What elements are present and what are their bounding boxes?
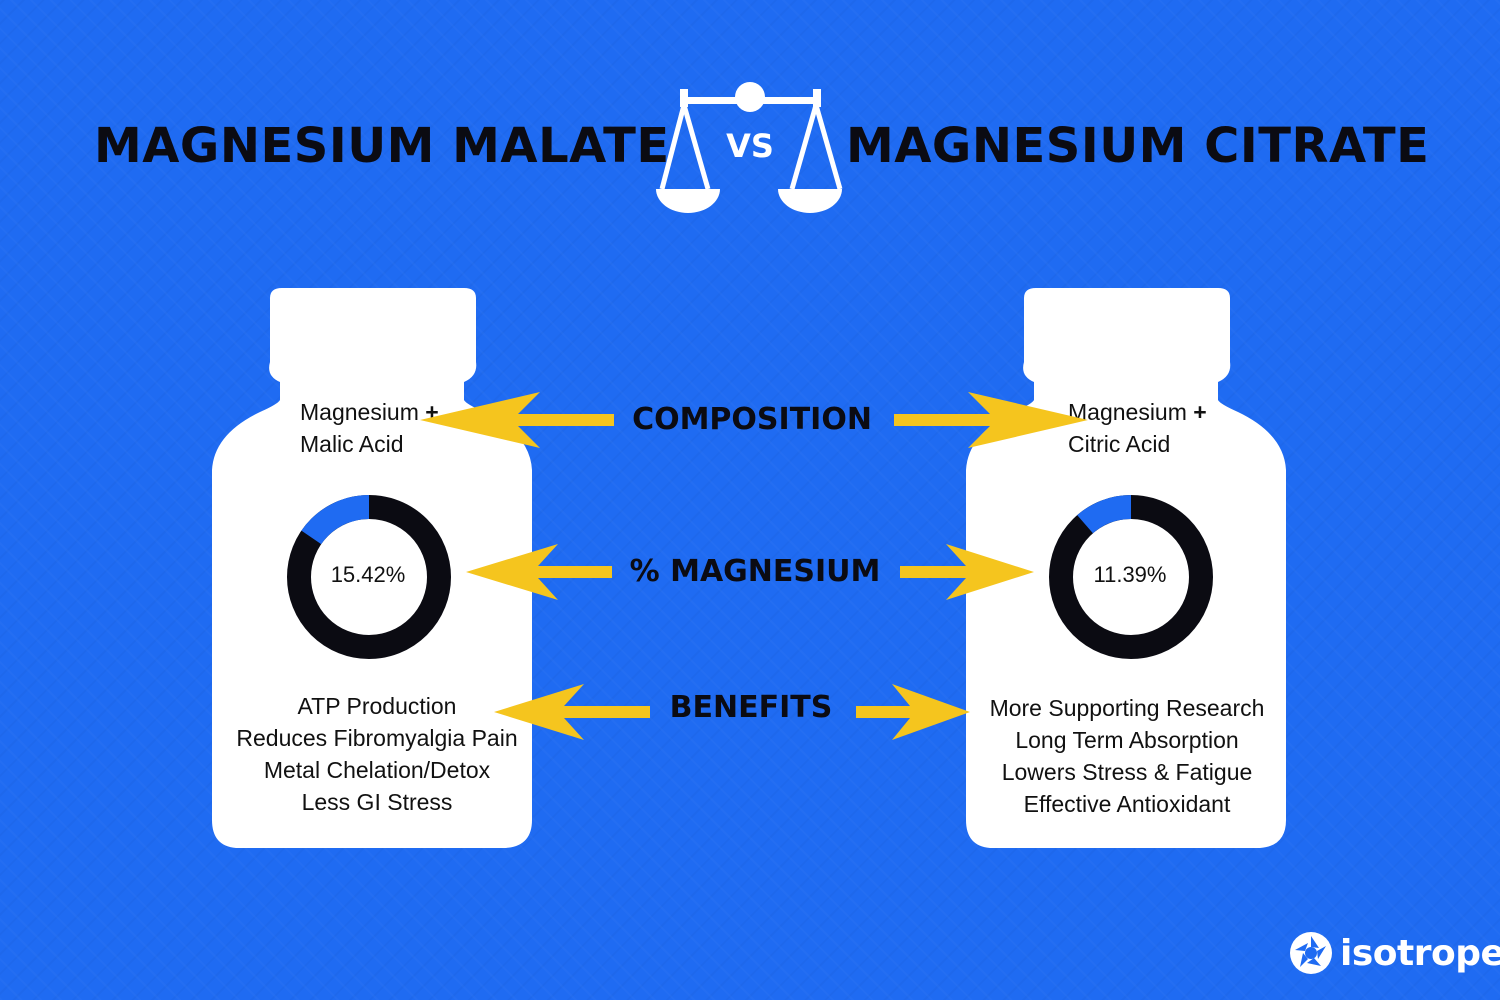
composition-label: COMPOSITION: [632, 402, 872, 437]
arrow-right-icon: [900, 544, 1034, 600]
arrow-left-icon: [494, 684, 650, 740]
balance-scale-icon: VS: [656, 82, 843, 213]
magnesium-percent-label: % MAGNESIUM: [629, 554, 881, 589]
arrow-right-icon: [856, 684, 970, 740]
benefit-item: Metal Chelation/Detox: [263, 757, 491, 783]
benefit-item: Reduces Fibromyalgia Pain: [236, 725, 518, 751]
arrow-left-icon: [420, 392, 614, 448]
title-magnesium-citrate: MAGNESIUM CITRATE: [846, 118, 1430, 174]
right-magnesium-donut: [1049, 495, 1213, 659]
left-percent-label: 15.42%: [330, 562, 406, 587]
arrow-right-icon: [894, 392, 1088, 448]
benefit-item: Long Term Absorption: [1015, 727, 1239, 753]
benefit-item: Lowers Stress & Fatigue: [1001, 759, 1253, 785]
left-benefits-list: ATP Production Reduces Fibromyalgia Pain…: [212, 690, 542, 818]
left-composition: Magnesium + Malic Acid: [300, 399, 439, 457]
benefits-label: BENEFITS: [669, 690, 833, 725]
arrow-left-icon: [466, 544, 612, 600]
right-composition: Magnesium + Citric Acid: [1068, 399, 1207, 457]
right-benefits-list: More Supporting Research Long Term Absor…: [962, 692, 1292, 820]
vs-label: VS: [726, 127, 774, 165]
benefit-item: Effective Antioxidant: [1023, 791, 1231, 817]
left-bottle-shape: [212, 288, 532, 848]
aperture-icon: [1290, 932, 1332, 974]
benefit-item: More Supporting Research: [989, 695, 1265, 721]
benefit-item: Less GI Stress: [301, 789, 453, 815]
isotrope-logo: isotrope: [1288, 930, 1500, 976]
title-magnesium-malate: MAGNESIUM MALATE: [94, 118, 670, 174]
benefit-item: ATP Production: [297, 693, 457, 719]
left-magnesium-donut: [287, 495, 451, 659]
right-percent-label: 11.39%: [1093, 562, 1167, 587]
logo-text: isotrope: [1340, 932, 1500, 974]
